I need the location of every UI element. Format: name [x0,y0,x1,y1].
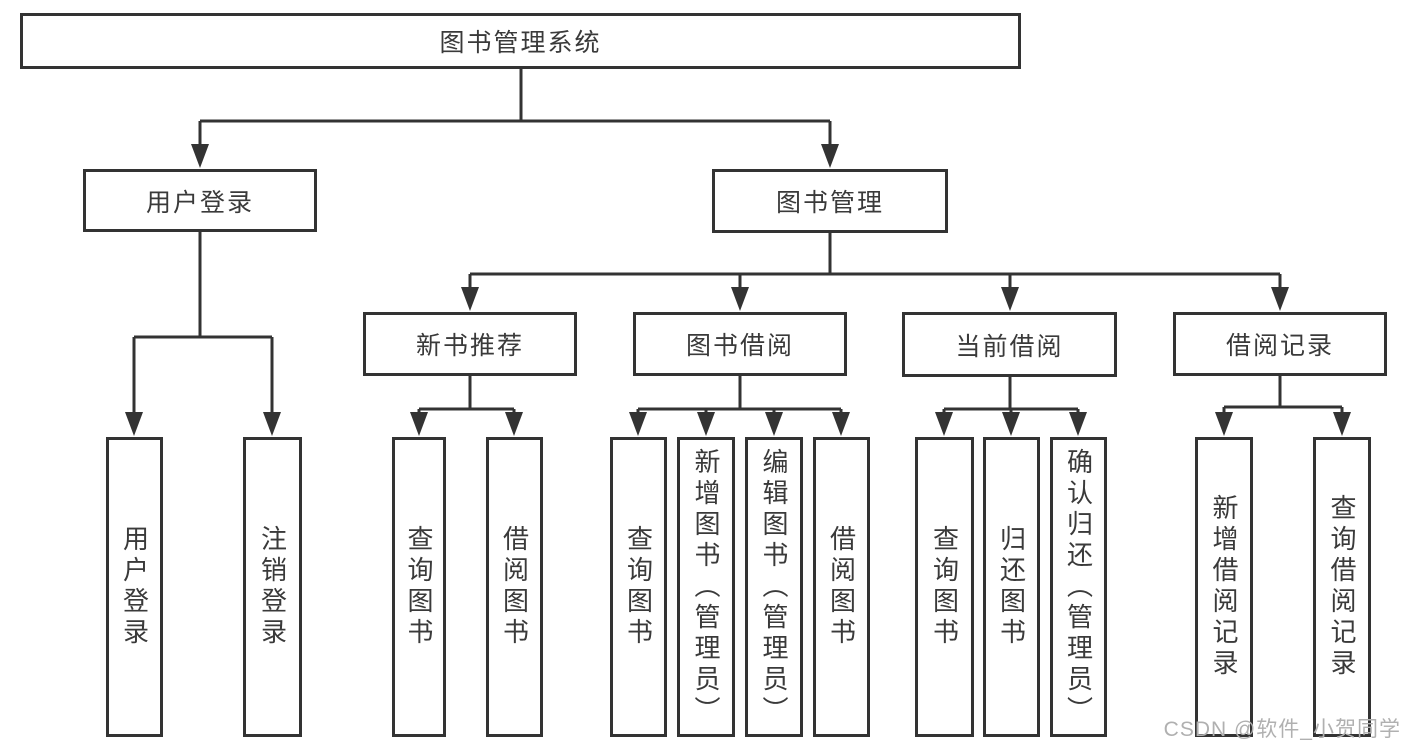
connector-current-borrowing [942,377,1080,418]
arrowhead-icon [1002,412,1020,436]
node-label: 图书借阅 [685,332,794,360]
arrowhead-icon [832,412,850,436]
arrowhead-icon [1069,412,1087,436]
connector-root [198,68,832,150]
arrowhead-icon [263,412,281,436]
arrowhead-icon [731,287,749,311]
node-label: 图书管理系统 [439,29,602,57]
leaf-rec-query-record: 查询借阅记录 [1313,437,1371,737]
arrowhead-icon [1333,412,1351,436]
leaf-cur-query-book: 查询图书 [915,437,974,737]
connector-new-book [417,376,516,418]
leaf-label: 新增借阅记录 [1209,494,1239,680]
leaf-label: 用户登录 [119,525,150,649]
node-label: 图书管理 [775,189,884,217]
connector-book-management [468,233,1282,293]
arrowhead-icon [697,412,715,436]
leaf-label: 确认归还（管理员） [1063,447,1094,727]
node-user-login-branch: 用户登录 [83,169,317,232]
leaf-label: 借阅图书 [499,525,530,649]
node-label: 新书推荐 [415,332,524,360]
leaf-label: 查询图书 [404,525,434,649]
leaf-bw-borrow-book: 借阅图书 [813,437,870,737]
node-book-borrowing: 图书借阅 [633,312,847,376]
leaf-label: 注销登录 [257,525,288,649]
arrowhead-icon [765,412,783,436]
leaf-label: 新增图书（管理员） [691,447,721,727]
leaf-rec-add-record: 新增借阅记录 [1195,437,1253,737]
leaf-bw-edit-book-admin: 编辑图书（管理员） [745,437,803,737]
arrowhead-icon [821,144,839,168]
leaf-nb-borrow-book: 借阅图书 [486,437,543,737]
leaf-bw-add-book-admin: 新增图书（管理员） [677,437,735,737]
watermark: CSDN @软件_小贺同学 [1163,718,1401,741]
leaf-label: 编辑图书（管理员） [759,447,789,727]
leaf-cur-return-book: 归还图书 [983,437,1040,737]
arrowhead-icon [1215,412,1233,436]
leaf-label: 查询图书 [623,525,654,649]
arrowhead-icon [935,412,953,436]
leaf-label: 查询借阅记录 [1327,494,1357,680]
node-label: 当前借阅 [955,332,1064,361]
node-current-borrowing: 当前借阅 [902,312,1117,377]
node-label: 用户登录 [145,188,254,217]
arrowhead-icon [629,412,647,436]
node-book-management: 图书管理 [712,169,948,233]
node-label: 借阅记录 [1225,332,1334,360]
arrowhead-icon [1271,287,1289,311]
node-new-book-recommendation: 新书推荐 [363,312,577,376]
arrowhead-icon [461,287,479,311]
arrowheads [125,144,1351,436]
node-borrowing-records: 借阅记录 [1173,312,1387,376]
connector-book-borrowing [636,376,843,418]
arrowhead-icon [505,412,523,436]
leaf-label: 归还图书 [996,525,1027,649]
leaf-nb-query-book: 查询图书 [392,437,446,737]
connector-borrowing-records [1222,376,1344,418]
arrowhead-icon [125,412,143,436]
node-library-system-root: 图书管理系统 [20,13,1021,69]
leaf-bw-query-book: 查询图书 [610,437,667,737]
connector-user-login [132,232,274,418]
leaf-cur-confirm-return-admin: 确认归还（管理员） [1050,437,1107,737]
leaf-user-login: 用户登录 [106,437,163,737]
leaf-logout: 注销登录 [243,437,302,737]
leaf-label: 查询图书 [929,525,960,649]
arrowhead-icon [191,144,209,168]
leaf-label: 借阅图书 [826,525,857,649]
arrowhead-icon [410,412,428,436]
arrowhead-icon [1001,287,1019,311]
